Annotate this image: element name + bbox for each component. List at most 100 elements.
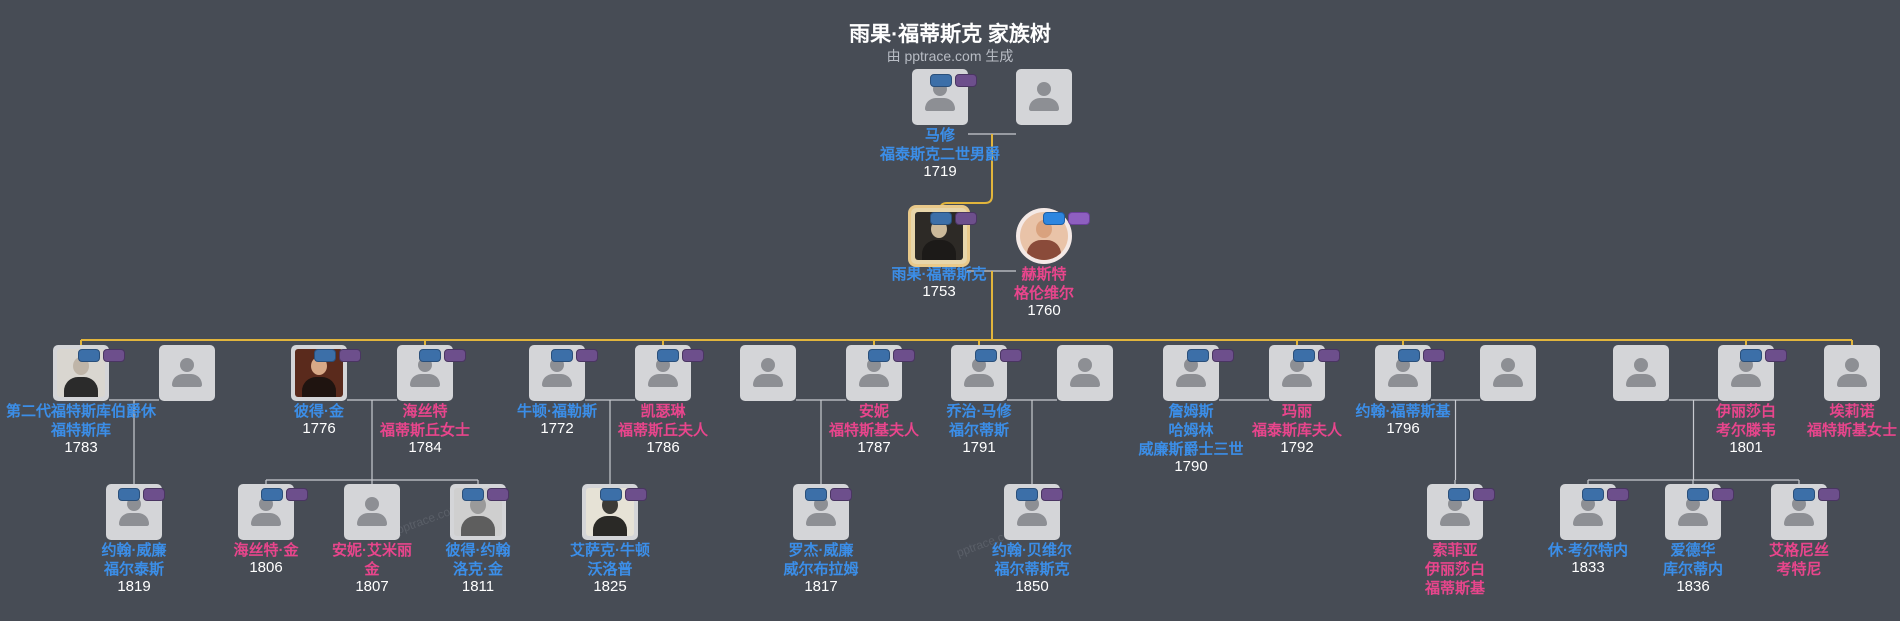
spouse-tag-icon[interactable] <box>487 488 509 501</box>
relation-tags[interactable] <box>805 488 852 501</box>
parents-tag-icon[interactable] <box>600 488 622 501</box>
spouse-tag-icon[interactable] <box>1000 349 1022 362</box>
person-name: 福特斯基女士 <box>1806 422 1897 439</box>
relation-tags[interactable] <box>551 349 598 362</box>
spouse-tag-icon[interactable] <box>1068 212 1090 225</box>
parents-tag-icon[interactable] <box>1398 349 1420 362</box>
spouse-tag-icon[interactable] <box>1818 488 1840 501</box>
spouse-tag-icon[interactable] <box>1473 488 1495 501</box>
relation-tags[interactable] <box>261 488 308 501</box>
person-card-matthew_sp[interactable] <box>929 69 1159 125</box>
person-silhouette-icon[interactable] <box>740 345 796 401</box>
relation-tags[interactable] <box>1398 349 1445 362</box>
relation-tags[interactable] <box>1448 488 1495 501</box>
person-silhouette-icon[interactable] <box>1613 345 1669 401</box>
relation-tags[interactable] <box>314 349 361 362</box>
parents-tag-icon[interactable] <box>462 488 484 501</box>
parents-tag-icon[interactable] <box>551 349 573 362</box>
spouse-tag-icon[interactable] <box>830 488 852 501</box>
spouse-tag-icon[interactable] <box>444 349 466 362</box>
parents-tag-icon[interactable] <box>1582 488 1604 501</box>
relation-tags[interactable] <box>1740 349 1787 362</box>
spouse-tag-icon[interactable] <box>682 349 704 362</box>
parents-tag-icon[interactable] <box>1187 349 1209 362</box>
person-card-eliz_sp[interactable] <box>1526 345 1756 401</box>
parents-tag-icon[interactable] <box>314 349 336 362</box>
spouse-tag-icon[interactable] <box>103 349 125 362</box>
relation-tags[interactable] <box>118 488 165 501</box>
parents-tag-icon[interactable] <box>975 349 997 362</box>
spouse-tag-icon[interactable] <box>955 212 977 225</box>
person-silhouette-icon[interactable] <box>344 484 400 540</box>
spouse-tag-icon[interactable] <box>1765 349 1787 362</box>
parents-tag-icon[interactable] <box>419 349 441 362</box>
spouse-tag-icon[interactable] <box>955 74 977 87</box>
spouse-tag-icon[interactable] <box>339 349 361 362</box>
person-name: 艾格尼丝 <box>1768 542 1829 559</box>
spouse-tag-icon[interactable] <box>1318 349 1340 362</box>
spouse-tag-icon[interactable] <box>1607 488 1629 501</box>
parents-tag-icon[interactable] <box>930 212 952 225</box>
relation-tags[interactable] <box>1293 349 1340 362</box>
person-name: 考特尼 <box>1776 561 1822 578</box>
relation-tags[interactable] <box>419 349 466 362</box>
relation-tags[interactable] <box>1016 488 1063 501</box>
parents-tag-icon[interactable] <box>118 488 140 501</box>
parents-tag-icon[interactable] <box>1043 212 1065 225</box>
portrait-photo-icon[interactable] <box>1016 208 1072 264</box>
relation-tags[interactable] <box>1687 488 1734 501</box>
person-silhouette-icon[interactable] <box>159 345 215 401</box>
person-card-george_sp[interactable] <box>970 345 1200 401</box>
spouse-tag-icon[interactable] <box>576 349 598 362</box>
relation-tags[interactable] <box>1043 212 1090 225</box>
relation-tags[interactable] <box>1582 488 1629 501</box>
parents-tag-icon[interactable] <box>1293 349 1315 362</box>
relation-tags[interactable] <box>78 349 125 362</box>
person-name: 爱德华 <box>1670 542 1716 559</box>
person-card-anne_sp[interactable] <box>653 345 883 401</box>
parents-tag-icon[interactable] <box>78 349 100 362</box>
spouse-tag-icon[interactable] <box>1423 349 1445 362</box>
relation-tags[interactable] <box>975 349 1022 362</box>
parents-tag-icon[interactable] <box>261 488 283 501</box>
parents-tag-icon[interactable] <box>805 488 827 501</box>
person-silhouette-icon[interactable] <box>1016 69 1072 125</box>
relation-tags[interactable] <box>600 488 647 501</box>
relation-tags[interactable] <box>462 488 509 501</box>
person-card-john_sp[interactable] <box>1393 345 1623 401</box>
relation-tags[interactable] <box>868 349 915 362</box>
parents-tag-icon[interactable] <box>1448 488 1470 501</box>
spouse-tag-icon[interactable] <box>1041 488 1063 501</box>
relation-tags[interactable] <box>657 349 704 362</box>
person-silhouette-icon[interactable] <box>1057 345 1113 401</box>
parents-tag-icon[interactable] <box>657 349 679 362</box>
spouse-tag-icon[interactable] <box>1212 349 1234 362</box>
person-card-eleanor[interactable]: 埃莉诺福特斯基女士 <box>1737 345 1900 439</box>
person-silhouette-icon[interactable] <box>635 345 691 401</box>
parents-tag-icon[interactable] <box>1687 488 1709 501</box>
person-name: 凯瑟琳 <box>640 403 686 420</box>
spouse-tag-icon[interactable] <box>143 488 165 501</box>
relation-tags[interactable] <box>930 74 977 87</box>
relation-tags[interactable] <box>1793 488 1840 501</box>
spouse-tag-icon[interactable] <box>286 488 308 501</box>
spouse-tag-icon[interactable] <box>1712 488 1734 501</box>
person-silhouette-icon[interactable] <box>1824 345 1880 401</box>
parents-tag-icon[interactable] <box>1740 349 1762 362</box>
parents-tag-icon[interactable] <box>930 74 952 87</box>
parents-tag-icon[interactable] <box>1016 488 1038 501</box>
parents-tag-icon[interactable] <box>1793 488 1815 501</box>
person-card-hugh_sp[interactable] <box>72 345 302 401</box>
person-silhouette-icon[interactable] <box>1480 345 1536 401</box>
spouse-tag-icon[interactable] <box>625 488 647 501</box>
parents-tag-icon[interactable] <box>868 349 890 362</box>
relation-tags[interactable] <box>930 212 977 225</box>
relation-tags[interactable] <box>1187 349 1234 362</box>
spouse-tag-icon[interactable] <box>893 349 915 362</box>
